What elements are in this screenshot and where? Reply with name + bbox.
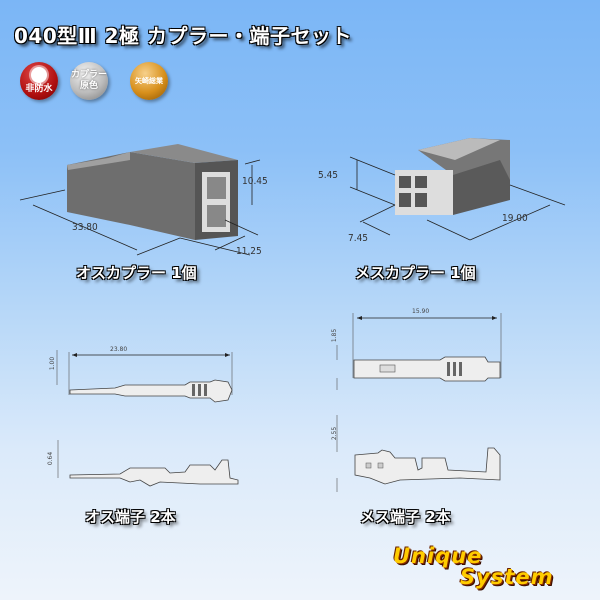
- male-coupler-caption: オスカプラー 1個: [76, 264, 197, 282]
- male-terminal-caption: オス端子 2本: [85, 508, 176, 526]
- dim-side-height: 2.55: [331, 426, 339, 441]
- coupler-color-badge: カプラー 原色: [70, 62, 108, 100]
- non-waterproof-badge: 非防水: [20, 62, 58, 100]
- dim-width: 11.25: [236, 246, 262, 257]
- badge-label-line1: カプラー: [70, 70, 107, 80]
- dim-width: 7.45: [348, 233, 369, 244]
- logo-line2: System: [460, 565, 554, 589]
- dim-length: 33.80: [72, 222, 98, 233]
- badge-label: 非防水: [25, 84, 53, 94]
- dim-height: 5.45: [318, 170, 339, 181]
- badge-label: 矢崎総業: [135, 76, 163, 85]
- dim-length: 23.80: [110, 346, 128, 353]
- dim-height: 10.45: [242, 176, 268, 187]
- page-title: 040型Ⅲ 2極 カプラー・端子セット: [14, 24, 352, 48]
- manufacturer-badge: 矢崎総業: [130, 62, 168, 100]
- female-coupler-caption: メスカプラー 1個: [355, 264, 476, 282]
- badge-label-line2: 原色: [79, 81, 98, 91]
- dim-length: 15.90: [412, 308, 430, 315]
- dim-length: 19.00: [502, 213, 528, 224]
- sun-icon: [31, 67, 47, 83]
- logo-line1: Unique: [393, 544, 483, 568]
- female-terminal-caption: メス端子 2本: [360, 508, 451, 526]
